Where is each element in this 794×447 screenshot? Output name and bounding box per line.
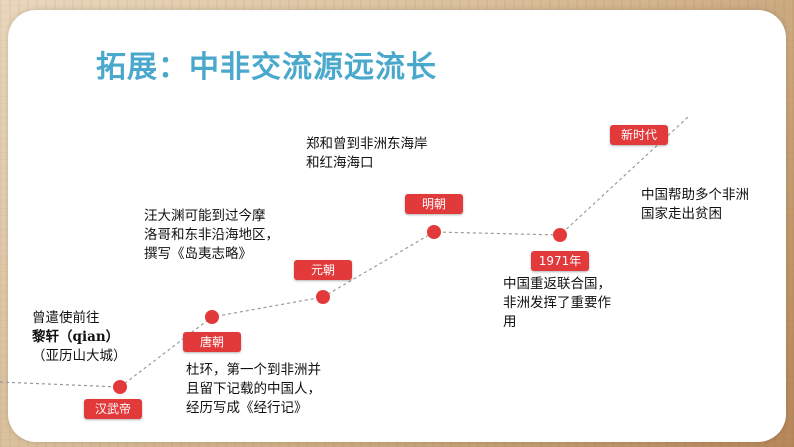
- period-label-new-era: 新时代: [610, 125, 668, 145]
- period-label-tang: 唐朝: [183, 332, 241, 352]
- period-label-han: 汉武帝: [84, 399, 142, 419]
- period-label-1971: 1971年: [531, 251, 589, 271]
- timeline-dot-ming: [427, 225, 441, 239]
- period-label-ming: 明朝: [405, 194, 463, 214]
- page-title: 拓展：中非交流源远流长: [96, 50, 437, 85]
- timeline-dot-1971: [553, 228, 567, 242]
- event-text-han: 曾遣使前往 黎轩（qian） （亚历山大城）: [32, 310, 127, 364]
- timeline-dot-han: [113, 380, 127, 394]
- period-label-yuan: 元朝: [294, 260, 352, 280]
- event-text-tang: 杜环，第一个到非洲并 且留下记载的中国人， 经历写成《经行记》: [186, 362, 321, 416]
- content-card: [8, 10, 786, 442]
- event-text-1971: 中国重返联合国， 非洲发挥了重要作 用: [503, 276, 611, 330]
- timeline-dot-tang: [205, 310, 219, 324]
- event-text-new-era: 中国帮助多个非洲 国家走出贫困: [641, 187, 749, 222]
- event-text-ming: 郑和曾到非洲东海岸 和红海海口: [306, 136, 428, 171]
- timeline-dot-yuan: [316, 290, 330, 304]
- event-text-yuan: 汪大渊可能到过今摩 洛哥和东非沿海地区， 撰写《岛夷志略》: [144, 208, 279, 262]
